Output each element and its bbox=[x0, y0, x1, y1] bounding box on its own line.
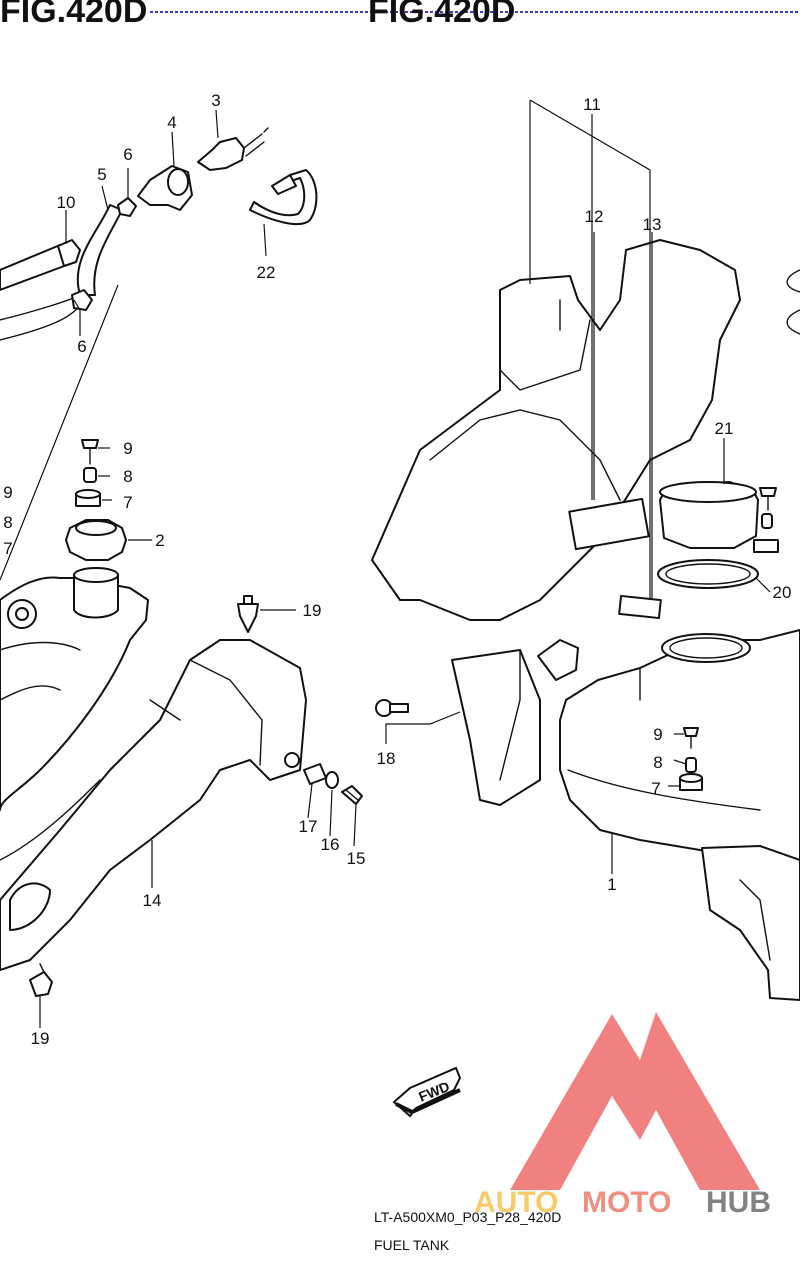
fwd-arrow: FWD bbox=[392, 1066, 462, 1118]
callout-10: 10 bbox=[57, 193, 76, 212]
tank-under-guard bbox=[371, 239, 741, 806]
clamp-6-upper bbox=[117, 197, 137, 217]
callout-6-upper: 6 bbox=[123, 145, 132, 164]
callout-13: 13 bbox=[643, 215, 662, 234]
tank-guard-14 bbox=[0, 639, 307, 971]
collar-8-center bbox=[685, 757, 697, 773]
pad-12 bbox=[568, 497, 650, 551]
callout-5: 5 bbox=[97, 165, 106, 184]
callout-1: 1 bbox=[607, 875, 616, 894]
callout-6-lower: 6 bbox=[77, 337, 86, 356]
callout-11: 11 bbox=[583, 95, 601, 114]
drawing-code: LT-A500XM0_P03_P28_420D bbox=[374, 1209, 561, 1225]
bolt-15 bbox=[341, 785, 363, 805]
header-center-title: FIG.420D bbox=[368, 0, 515, 30]
push-rivet-19-lower bbox=[29, 963, 53, 997]
clamp-10 bbox=[57, 239, 81, 267]
callout-9-center: 9 bbox=[653, 725, 662, 744]
check-valve-3 bbox=[197, 137, 245, 171]
callout-7-edge: 7 bbox=[3, 539, 12, 558]
tank-left-body bbox=[0, 576, 149, 811]
collar-8-right bbox=[761, 513, 773, 529]
bolt-18 bbox=[375, 699, 409, 717]
pump-fitting bbox=[537, 639, 579, 681]
callout-8-edge: 8 bbox=[3, 513, 12, 532]
hose-5 bbox=[76, 204, 123, 296]
collar-17 bbox=[303, 763, 327, 785]
callout-2: 2 bbox=[155, 531, 164, 550]
callout-16: 16 bbox=[321, 835, 340, 854]
callout-15: 15 bbox=[347, 849, 366, 868]
breather-hose-assembly bbox=[0, 127, 318, 341]
callout-8-center: 8 bbox=[653, 753, 662, 772]
callout-12: 12 bbox=[585, 207, 604, 226]
collar-8-left bbox=[83, 467, 97, 483]
watermark-auto: AUTO bbox=[474, 1186, 558, 1219]
callout-3: 3 bbox=[211, 91, 220, 110]
pad-small bbox=[618, 594, 662, 620]
diagram-title: FUEL TANK bbox=[374, 1237, 450, 1253]
header: FIG.420D FIG.420D bbox=[0, 0, 800, 30]
watermark-moto: MOTO bbox=[582, 1186, 671, 1219]
leader-lines bbox=[39, 99, 771, 1028]
header-left-title: FIG.420D bbox=[0, 0, 147, 30]
callout-14: 14 bbox=[143, 891, 162, 910]
watermark-hub: HUB bbox=[706, 1186, 771, 1219]
screw-9-center bbox=[683, 727, 699, 737]
callout-17: 17 bbox=[299, 817, 318, 836]
watermark-logo: AUTO MOTO HUB bbox=[474, 1012, 771, 1219]
grommet-7-right bbox=[753, 539, 779, 553]
watermark-triangle-icon bbox=[510, 1012, 760, 1190]
callout-18: 18 bbox=[377, 749, 396, 768]
callout-22: 22 bbox=[257, 263, 276, 282]
callout-9-left: 9 bbox=[123, 439, 132, 458]
fuel-tank-left-view bbox=[0, 284, 149, 811]
screw-9-right bbox=[759, 487, 777, 497]
filler-neck bbox=[73, 574, 119, 619]
callout-19-upper: 19 bbox=[303, 601, 322, 620]
callout-numbers: 3 4 6 5 10 6 22 9 8 7 9 8 7 2 19 14 19 1… bbox=[3, 91, 791, 1048]
pump-ring-21 bbox=[659, 481, 759, 549]
fuel-cap-2 bbox=[65, 519, 127, 561]
callout-7-center: 7 bbox=[651, 779, 660, 798]
push-rivet-19-upper bbox=[237, 595, 259, 633]
guard-flap-lower bbox=[451, 649, 541, 806]
callout-7-left: 7 bbox=[123, 493, 132, 512]
screw-9-left bbox=[81, 439, 99, 449]
gasket-20 bbox=[657, 559, 759, 589]
callout-21: 21 bbox=[715, 419, 734, 438]
callout-9-edge: 9 bbox=[3, 483, 12, 502]
callout-19-lower: 19 bbox=[31, 1029, 50, 1048]
callout-20: 20 bbox=[773, 583, 792, 602]
callout-8-left: 8 bbox=[123, 467, 132, 486]
washer-16 bbox=[325, 771, 339, 789]
guard-bracket-right bbox=[701, 845, 800, 1001]
callout-4: 4 bbox=[167, 113, 176, 132]
tank-1-opening bbox=[661, 633, 751, 663]
fuel-tank-1 bbox=[559, 629, 800, 871]
